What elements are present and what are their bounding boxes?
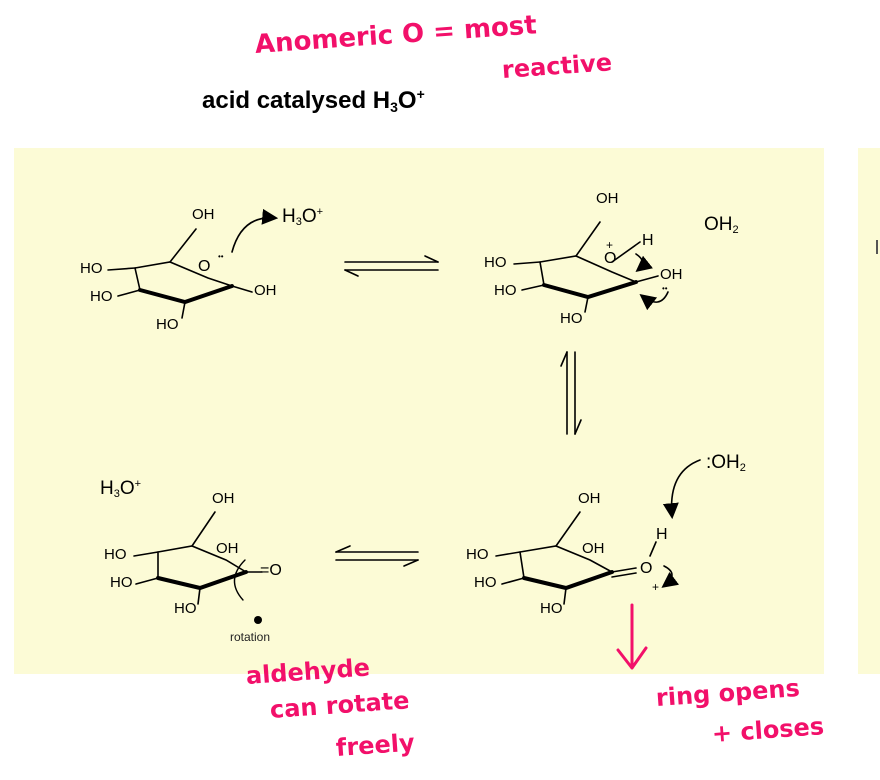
s4-o: O <box>640 560 653 577</box>
rotation-label: rotation <box>230 630 271 644</box>
s4-oh-top: OH <box>578 490 601 507</box>
equilibrium-arrow-bottom <box>335 545 419 567</box>
glucose-oxocarbenium-4 <box>495 459 701 605</box>
s4-h: H <box>656 526 668 543</box>
s1-ho-3: HO <box>156 316 179 333</box>
s1-oh-anomeric: OH <box>254 282 277 299</box>
s2-plus: + <box>606 238 614 252</box>
annotation-freely: freely <box>335 728 416 762</box>
s1-ho-1: HO <box>80 260 103 277</box>
reagent-h3o-1: H3O+ <box>282 206 324 228</box>
s4-ho-3: HO <box>540 600 563 617</box>
s4-oh-ring: OH <box>582 540 605 557</box>
s3-oh-top: OH <box>212 490 235 507</box>
s3-ho-2: HO <box>110 574 133 591</box>
s2-ring-o: O <box>604 250 617 267</box>
s3-aldehyde-o: =O <box>260 562 282 579</box>
s1-ring-o: O <box>198 258 211 275</box>
s2-ho-2: HO <box>494 282 517 299</box>
glucose-pyranose-1 <box>107 208 279 319</box>
s2-oh-anomeric: OH <box>660 266 683 283</box>
s1-oh-top: OH <box>192 206 215 223</box>
equilibrium-arrow-right <box>560 351 582 435</box>
s2-lone-pair: •• <box>662 284 668 293</box>
s2-oh-top: OH <box>596 190 619 207</box>
panel-edge-mark <box>876 240 878 254</box>
s3-oh-ring: OH <box>216 540 239 557</box>
reagent-oh2-1: OH2 <box>704 214 739 236</box>
s3-ho-1: HO <box>104 546 127 563</box>
s2-ho-3: HO <box>560 310 583 327</box>
s2-h: H <box>642 232 654 249</box>
reagent-oh2-2: :OH2 <box>706 452 746 474</box>
page-title: acid catalysed H3O+ <box>202 86 425 115</box>
s2-ho-1: HO <box>484 254 507 271</box>
s1-ho-2: HO <box>90 288 113 305</box>
s4-plus: + <box>652 580 660 594</box>
equilibrium-arrow-top <box>344 255 439 277</box>
next-panel-edge <box>858 148 880 674</box>
s1-lone-pair: •• <box>218 252 224 261</box>
reagent-h3o-2: H3O+ <box>100 478 142 500</box>
glucose-protonated-2 <box>513 221 669 313</box>
glucose-open-chain-3 <box>133 511 263 605</box>
s4-ho-1: HO <box>466 546 489 563</box>
s3-ho-3: HO <box>174 600 197 617</box>
rotation-dot <box>254 616 262 624</box>
annotation-arrow <box>616 603 648 670</box>
s4-ho-2: HO <box>474 574 497 591</box>
mechanism-panel <box>14 148 824 674</box>
